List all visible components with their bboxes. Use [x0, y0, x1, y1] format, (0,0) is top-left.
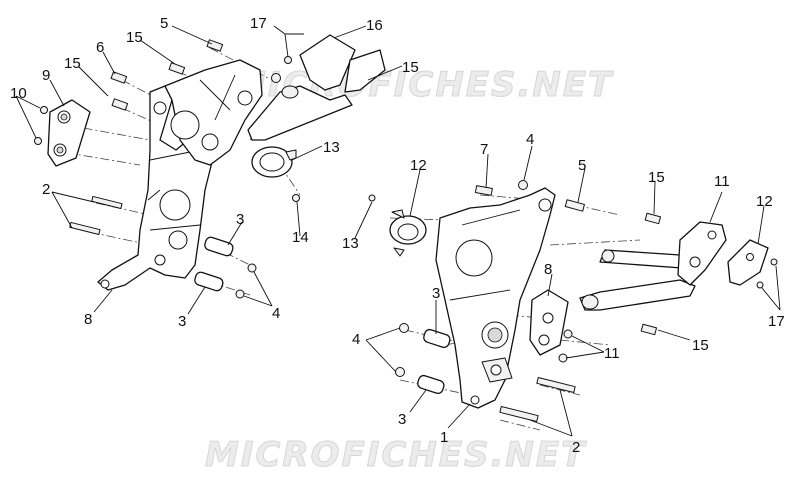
- callout-8: 10: [10, 85, 27, 102]
- ring-12-right: [389, 209, 427, 257]
- callout-11: 12: [756, 193, 773, 210]
- callout-3: 3: [236, 211, 244, 228]
- footpeg-14: [247, 34, 386, 141]
- footpeg-10: [579, 221, 727, 311]
- callout-13: 13: [342, 235, 359, 252]
- callout-7: 9: [42, 67, 50, 84]
- callout-5: 5: [578, 157, 586, 174]
- callout-10: 11: [714, 173, 730, 190]
- callout-3: 3: [178, 313, 186, 330]
- callout-labels: 5 15 6 15 9 10 17 16 15 13 14 2 3 3 4 8 …: [10, 15, 785, 456]
- right-assembly: [368, 180, 778, 431]
- callout-5: 7: [480, 141, 488, 158]
- callout-15: 15: [692, 337, 709, 354]
- callout-16: 16: [366, 17, 383, 34]
- plate-9: [529, 289, 569, 356]
- callout-5: 6: [96, 39, 104, 56]
- right-bracket-1: [435, 187, 556, 409]
- callout-9: 8: [544, 261, 552, 278]
- callout-3: 3: [432, 285, 440, 302]
- left-assembly: [34, 34, 386, 299]
- callout-3: 3: [398, 411, 406, 428]
- callout-12: 12: [410, 157, 427, 174]
- callout-4: 4: [272, 305, 280, 322]
- callout-4: 4: [352, 331, 360, 348]
- callout-4: 4: [526, 131, 534, 148]
- callout-2: 2: [572, 439, 580, 456]
- spacers-left: [194, 236, 257, 299]
- callout-15: 15: [64, 55, 81, 72]
- callout-17: 17: [250, 15, 267, 32]
- screw-8-left: [34, 106, 48, 145]
- callout-5: 5: [160, 15, 168, 32]
- callout-14: 15: [402, 59, 419, 76]
- plate-11: [727, 239, 769, 286]
- plate-7: [47, 99, 91, 167]
- ring-12-left: [251, 146, 297, 178]
- left-bracket-6: [97, 85, 216, 291]
- callout-15: 15: [126, 29, 143, 46]
- screws-left: [69, 39, 300, 236]
- leader-lines: [15, 25, 781, 437]
- callout-6: 8: [84, 311, 92, 328]
- callout-12: 13: [323, 139, 340, 156]
- spacers-right: [395, 323, 451, 395]
- callout-15: 15: [648, 169, 665, 186]
- screws-right: [368, 180, 778, 423]
- callout-8: 11: [604, 345, 620, 362]
- callout-2: 2: [42, 181, 50, 198]
- callout-17: 17: [768, 313, 785, 330]
- watermark-bottom: MICROFICHES.NET: [205, 435, 587, 475]
- callout-13: 14: [292, 229, 309, 246]
- upper-casting: [164, 59, 263, 166]
- callout-1: 1: [440, 429, 448, 446]
